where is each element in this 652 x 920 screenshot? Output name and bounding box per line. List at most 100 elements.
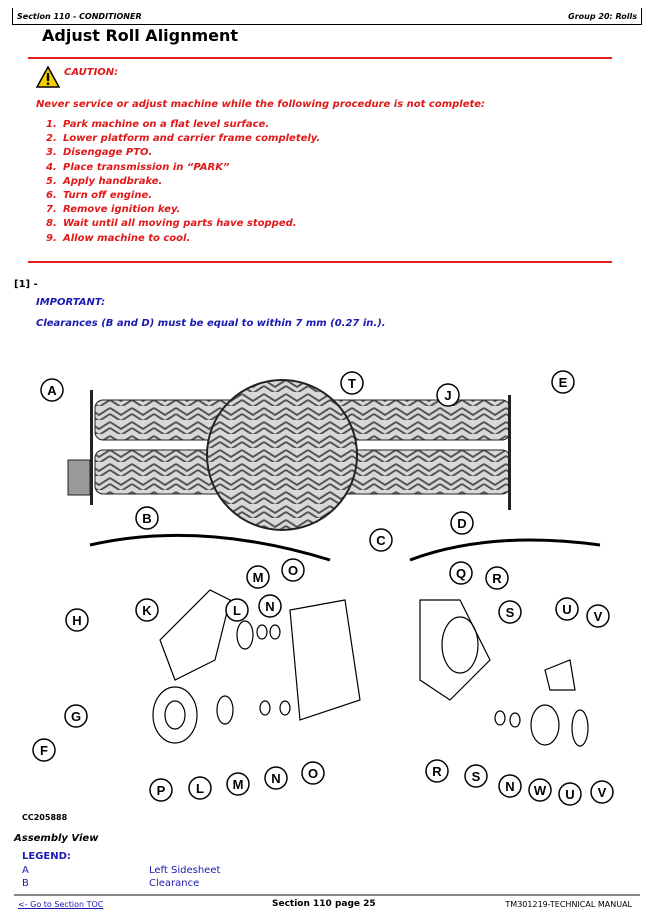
callout-letter: W — [534, 783, 547, 798]
step-item: 1.Park machine on a flat level surface. — [46, 118, 320, 132]
legend-title: LEGEND: — [22, 851, 71, 862]
callout-letter: K — [142, 603, 152, 618]
legend-desc: Clearance — [149, 878, 200, 889]
caution-label: CAUTION: — [64, 67, 119, 78]
callout-letter: D — [457, 516, 466, 531]
page-header: Section 110 - CONDITIONER Group 20: Roll… — [12, 8, 642, 25]
callout-l: L — [225, 598, 249, 622]
step-item: 2. Lower platform and carrier frame compl… — [46, 132, 320, 146]
step-number: 8. — [46, 218, 57, 230]
legend-key: B — [22, 878, 29, 889]
legend-row: B Clearance — [22, 878, 199, 889]
legend-desc: Left Sidesheet — [149, 865, 221, 876]
step-number: 2. — [46, 133, 57, 145]
callout-letter: M — [253, 570, 264, 585]
divider-top — [28, 57, 612, 59]
step-number: 1. — [46, 119, 57, 130]
safety-steps: 1.Park machine on a flat level surface. … — [46, 118, 320, 246]
callout-o: O — [301, 761, 325, 785]
callout-letter: V — [598, 785, 607, 800]
callout-letter: N — [271, 771, 280, 786]
callout-letter: C — [376, 533, 386, 548]
group-label: Group 20: Rolls — [568, 12, 637, 21]
callout-f: F — [32, 738, 56, 762]
callout-letter: P — [157, 783, 166, 798]
step-number: 6. — [46, 190, 57, 202]
step-text: Wait until all moving parts have stopped… — [63, 218, 297, 230]
step-item: 8. Wait until all moving parts have stopp… — [46, 217, 320, 231]
callout-letter: B — [142, 511, 151, 526]
page-title: Adjust Roll Alignment — [42, 26, 239, 45]
step-item: 7. Remove ignition key. — [46, 203, 320, 217]
step-text: Allow machine to cool. — [63, 232, 191, 244]
callout-q: Q — [449, 561, 473, 585]
callout-letter: H — [72, 613, 81, 628]
step-item: 9.Allow machine to cool. — [46, 232, 320, 246]
callout-letter: T — [348, 376, 356, 391]
callout-letter: A — [47, 383, 57, 398]
callout-letter: E — [559, 375, 568, 390]
step-item: 4. Place transmission in “PARK” — [46, 161, 320, 175]
step-text: Place transmission in “PARK” — [63, 161, 230, 173]
callout-n: N — [264, 766, 288, 790]
step-number: 5. — [46, 175, 57, 187]
callout-letter: R — [432, 764, 442, 779]
figure-id: CC205888 — [22, 813, 68, 822]
pulley — [67, 459, 91, 496]
step-text: Disengage PTO. — [63, 147, 153, 159]
callout-letter: Q — [456, 566, 466, 581]
magnified-view — [206, 379, 358, 531]
callout-letter: M — [233, 777, 244, 792]
callout-letter: V — [594, 609, 603, 624]
page-number: Section 110 page 25 — [272, 899, 376, 909]
step-item: 6. Turn off engine. — [46, 189, 320, 203]
callout-letter: S — [506, 605, 515, 620]
callout-c: C — [369, 528, 393, 552]
callout-letter: L — [196, 781, 204, 796]
important-text: Clearances (B and D) must be equal to wi… — [36, 318, 386, 329]
callout-p: P — [149, 778, 173, 802]
important-label: IMPORTANT: — [36, 297, 106, 308]
step-number: 7. — [46, 204, 57, 216]
section-label: Section 110 - CONDITIONER — [17, 12, 142, 21]
callout-letter: O — [288, 563, 298, 578]
callout-n: N — [258, 594, 282, 618]
callout-letter: O — [308, 766, 318, 781]
callout-n: N — [498, 774, 522, 798]
figure-caption: Assembly View — [14, 833, 99, 844]
callout-d: D — [450, 511, 474, 535]
step-text: Lower platform and carrier frame complet… — [63, 133, 321, 145]
legend-key: A — [22, 865, 29, 876]
step-item: 3. Disengage PTO. — [46, 146, 320, 160]
callout-r: R — [485, 566, 509, 590]
callout-letter: N — [265, 599, 274, 614]
callout-w: W — [528, 778, 552, 802]
callout-letter: G — [71, 709, 81, 724]
callout-e: E — [551, 370, 575, 394]
callout-u: U — [555, 597, 579, 621]
callout-j: J — [436, 383, 460, 407]
callout-letter: U — [562, 602, 571, 617]
step-number: 3. — [46, 147, 57, 159]
step-number: 4. — [46, 161, 57, 173]
step-text: Turn off engine. — [63, 190, 153, 202]
callout-letter: F — [40, 743, 48, 758]
callout-h: H — [65, 608, 89, 632]
callout-s: S — [498, 600, 522, 624]
right-sidesheet — [508, 395, 511, 510]
legend-row: A Left Sidesheet — [22, 865, 220, 876]
warning-triangle-icon — [36, 66, 60, 88]
section-toc-link[interactable]: <- Go to Section TOC — [18, 900, 104, 909]
callout-k: K — [135, 598, 159, 622]
footer-rule — [14, 894, 640, 896]
callout-letter: L — [233, 603, 241, 618]
callout-v: V — [590, 780, 614, 804]
left-sidesheet — [90, 390, 93, 505]
step-text: Remove ignition key. — [63, 204, 181, 216]
callout-g: G — [64, 704, 88, 728]
callout-m: M — [246, 565, 270, 589]
callout-letter: R — [492, 571, 502, 586]
callout-u: U — [558, 782, 582, 806]
callout-b: B — [135, 506, 159, 530]
